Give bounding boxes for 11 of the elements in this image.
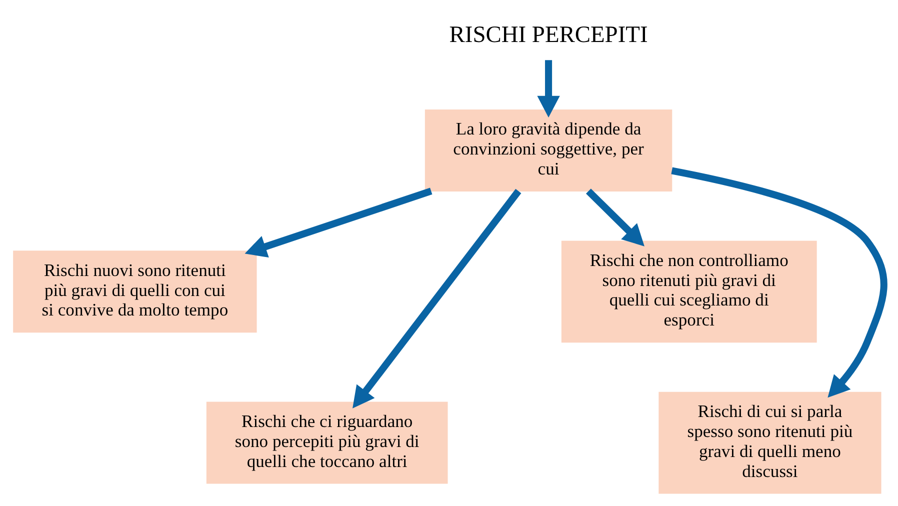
- node-box: Rischi che ci riguardano sono percepiti più gravi di quelli che toccano altri: [206, 402, 448, 484]
- node-box: Rischi di cui si parla spesso sono ritenuti più gravi di quelli meno discussi: [658, 392, 882, 494]
- node-text: RISCHI PERCEPITI: [449, 22, 648, 48]
- arrow: [352, 188, 522, 408]
- arrow: [671, 167, 888, 398]
- arrow: [537, 60, 560, 118]
- arrow: [244, 188, 432, 258]
- node-box: Rischi che non controlliamo sono ritenuti più gravi di quelli cui scegliamo di esporci: [561, 240, 817, 343]
- node-box: La loro gravità dipende da convinzioni soggettive, per cui: [424, 109, 672, 192]
- arrow: [586, 188, 644, 246]
- node-box: Rischi nuovi sono ritenuti più gravi di quelli con cui si convive da molto tempo: [13, 250, 257, 333]
